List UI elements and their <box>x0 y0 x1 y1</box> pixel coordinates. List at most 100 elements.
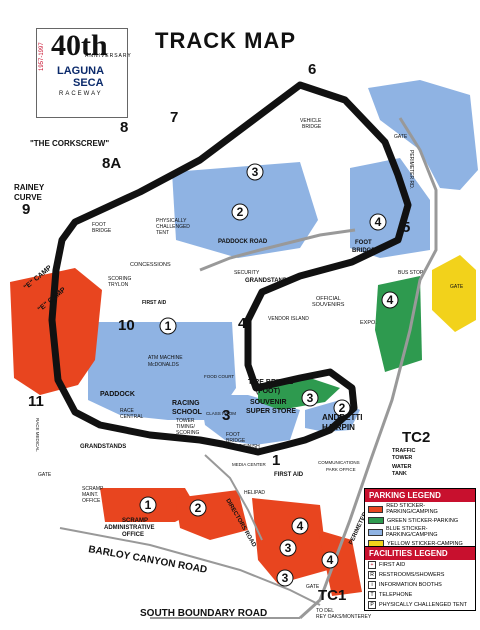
race-central-label: RACE <box>120 408 135 414</box>
south-boundary-road-label: SOUTH BOUNDARY ROAD <box>140 608 267 619</box>
turn-6: 6 <box>308 61 316 78</box>
grandstands-label: GRANDSTANDS <box>80 444 126 450</box>
turn-3: 3 <box>222 407 230 424</box>
turn-tc2: TC2 <box>402 429 430 446</box>
turn-10: 10 <box>118 317 135 334</box>
perimeter-rd-label: PERIMETER RD. <box>408 150 414 189</box>
start-finish-label: START/FINISH <box>226 444 260 450</box>
yellow-parking[interactable] <box>432 255 476 332</box>
rainey-curve-label: CURVE <box>14 193 43 202</box>
traffic-tower-label: TOWER <box>392 455 412 461</box>
legend-row: BLUE STICKER-PARKING/CAMPING <box>365 525 475 539</box>
lot-number: 4 <box>291 517 309 535</box>
restroom-icon: R <box>368 571 376 579</box>
atm-label: McDONALDS <box>148 362 180 368</box>
lot-number: 2 <box>333 399 351 417</box>
green-parking[interactable] <box>375 276 422 372</box>
lot-number: 3 <box>276 569 294 587</box>
logo-anniversary-label: ANNIVERSARY <box>85 53 132 59</box>
scoring-trylon-label: TRYLON <box>108 282 129 288</box>
legend-label: INFORMATION BOOTHS <box>379 582 442 588</box>
traffic-tower-label: TRAFFIC <box>392 448 416 454</box>
foot-bridge-label: BRIDGE <box>92 228 112 234</box>
physically-challenged-label: PHYSICALLY <box>156 218 187 224</box>
svg-text:3: 3 <box>307 391 314 405</box>
scramp-maint-label: MAINT. <box>82 492 98 498</box>
perimeter-road <box>298 117 438 620</box>
scramp-admin-label: ADMINISTRATIVE <box>104 525 155 531</box>
gate-label: GATE <box>38 472 52 478</box>
lot-number: 3 <box>246 163 264 181</box>
water-tank-label: TANK <box>392 471 407 477</box>
facilities-legend-title: FACILITIES LEGEND <box>365 547 475 560</box>
barloy-canyon-road <box>59 527 321 606</box>
security-label: SECURITY <box>234 270 260 276</box>
physically-challenged-label: CHALLENGED <box>156 224 190 230</box>
media-center-label: MEDIA CENTER <box>232 462 267 467</box>
svg-text:4: 4 <box>387 293 394 307</box>
legend-label: YELLOW STICKER-CAMPING <box>387 540 463 547</box>
legend-label: FIRST AID <box>379 562 406 568</box>
legend-label: RED STICKER-PARKING/CAMPING <box>386 503 438 515</box>
logo-name-laguna: LAGUNA <box>57 65 105 77</box>
telephone-icon: T <box>368 591 376 599</box>
lot-number: 1 <box>159 317 177 335</box>
information-icon: i <box>368 581 376 589</box>
logo-name-seca: SECA <box>73 77 104 89</box>
foot-bridge-label: FOOT <box>92 222 106 228</box>
food-court-label: FOOD COURT <box>204 374 234 379</box>
svg-text:4: 4 <box>327 553 334 567</box>
scramp-maint-label: SCRAMP <box>82 486 104 492</box>
gate-label: GATE <box>394 134 408 140</box>
lot-number: 4 <box>369 213 387 231</box>
park-office-label: PARK OFFICE <box>326 467 356 472</box>
communications-label: COMMUNICATIONS <box>318 460 360 465</box>
official-souvenirs-label: SOUVENIRS <box>312 302 345 308</box>
turn-8a: 8A <box>102 155 121 172</box>
scramp-maint-label: OFFICE <box>82 498 101 504</box>
accessible-icon: P <box>368 601 376 609</box>
lot-number: 3 <box>301 389 319 407</box>
expo-label: EXPO. <box>360 320 377 326</box>
official-souvenirs-label: OFFICIAL <box>316 296 341 302</box>
svg-text:3: 3 <box>285 541 292 555</box>
race-central-label: CENTRAL <box>120 414 144 420</box>
vehicle-bridge-label: BRIDGE <box>302 124 322 130</box>
parking-legend-title: PARKING LEGEND <box>365 489 475 502</box>
lot-number: 2 <box>231 203 249 221</box>
racing-school-label: SCHOOL <box>172 409 203 416</box>
vendor-island-label: VENDOR ISLAND <box>268 316 309 322</box>
turn-4: 4 <box>238 315 247 332</box>
turn-1: 1 <box>272 452 280 469</box>
first-aid-label: FIRST AID <box>274 472 304 478</box>
start-finish-label: FOOT <box>226 432 240 438</box>
turn-7: 7 <box>170 109 178 126</box>
blue-parking-right[interactable] <box>350 158 430 258</box>
race-track[interactable] <box>48 81 412 456</box>
souvenir-superstore-label: SOUVENIR <box>250 399 287 406</box>
lot-number: 3 <box>279 539 297 557</box>
turn-11: 11 <box>28 393 44 410</box>
blue-parking-topright[interactable] <box>368 80 478 190</box>
svg-text:3: 3 <box>252 165 259 179</box>
legend-label: BLUE STICKER-PARKING/CAMPING <box>385 526 438 538</box>
tower-label: TIMING/ <box>176 424 195 430</box>
first-aid-label: FIRST AID <box>142 300 167 306</box>
blue-parking-main[interactable] <box>88 322 236 420</box>
tire-bridge-label: TIRE BRIDGE <box>248 379 293 386</box>
bus-stop-label: BUS STOP <box>398 270 424 276</box>
start-finish-label: BRIDGE <box>226 438 246 444</box>
directors-road <box>204 454 263 541</box>
legend-row: RED STICKER-PARKING/CAMPING <box>365 502 475 516</box>
gate-label: GATE <box>306 584 320 590</box>
page-title: TRACK MAP <box>155 28 296 53</box>
svg-text:4: 4 <box>375 215 382 229</box>
andretti-hairpin-label: ANDRETTI <box>322 413 362 422</box>
foot-bridge-label: BRIDGE <box>352 248 375 254</box>
legend-label: TELEPHONE <box>379 592 413 598</box>
